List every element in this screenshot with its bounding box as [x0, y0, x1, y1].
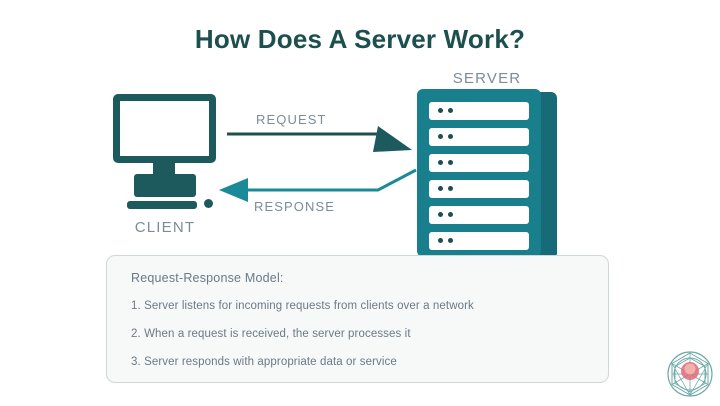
server-label: SERVER [452, 70, 522, 87]
server-slot [429, 154, 529, 172]
monitor-indicator-dot-icon [204, 199, 213, 208]
request-arrow-icon [227, 126, 412, 152]
server-slot [429, 206, 529, 224]
server-rack-icon [417, 89, 557, 259]
monitor-stand-icon [134, 174, 196, 197]
server-led-icon [448, 212, 453, 217]
server-slot [429, 128, 529, 146]
server-led-icon [448, 186, 453, 191]
server-led-icon [438, 238, 443, 243]
server-rack-body [417, 89, 541, 257]
response-arrow-icon [219, 168, 417, 202]
client-label: CLIENT [134, 219, 196, 236]
server-led-icon [448, 108, 453, 113]
server-led-icon [438, 108, 443, 113]
server-led-icon [448, 160, 453, 165]
page-title: How Does A Server Work? [194, 24, 526, 54]
response-label: RESPONSE [254, 199, 336, 214]
client-computer-icon [108, 94, 224, 212]
server-led-icon [438, 160, 443, 165]
card-step-2: 2. When a request is received, the serve… [131, 328, 411, 340]
request-label: REQUEST [256, 112, 327, 127]
request-response-model-card: Request-Response Model: 1. Server listen… [106, 255, 609, 383]
monitor-base-icon [127, 201, 197, 209]
geometric-circle-logo-icon [667, 351, 713, 397]
monitor-screen-icon [113, 94, 216, 163]
server-slot [429, 232, 529, 250]
server-slot [429, 102, 529, 120]
server-slot [429, 180, 529, 198]
card-step-1: 1. Server listens for incoming requests … [131, 300, 474, 312]
card-step-3: 3. Server responds with appropriate data… [131, 356, 397, 368]
server-led-icon [438, 186, 443, 191]
server-led-icon [448, 238, 453, 243]
server-led-icon [438, 134, 443, 139]
card-heading: Request-Response Model: [131, 271, 284, 285]
server-led-icon [448, 134, 453, 139]
server-led-icon [438, 212, 443, 217]
